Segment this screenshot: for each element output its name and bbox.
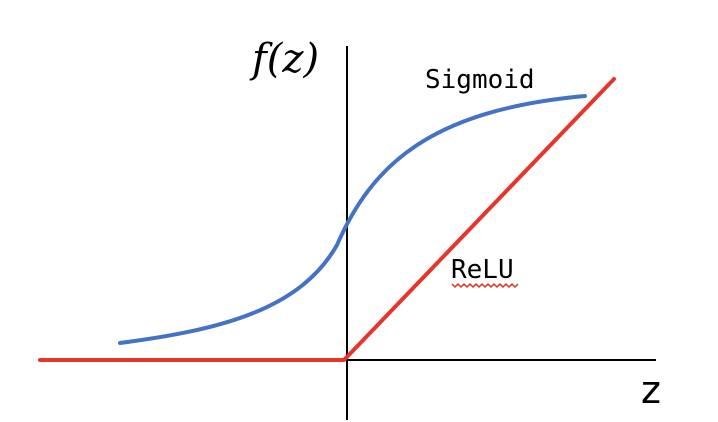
- relu-curve: [38, 77, 616, 362]
- sigmoid-curve: [118, 94, 587, 345]
- x-axis-label: z: [641, 368, 661, 412]
- relu-label: ReLU: [451, 255, 514, 285]
- y-axis-label: f(z): [249, 36, 319, 82]
- spellcheck-underline: [451, 282, 519, 289]
- sigmoid-label: Sigmoid: [425, 65, 535, 95]
